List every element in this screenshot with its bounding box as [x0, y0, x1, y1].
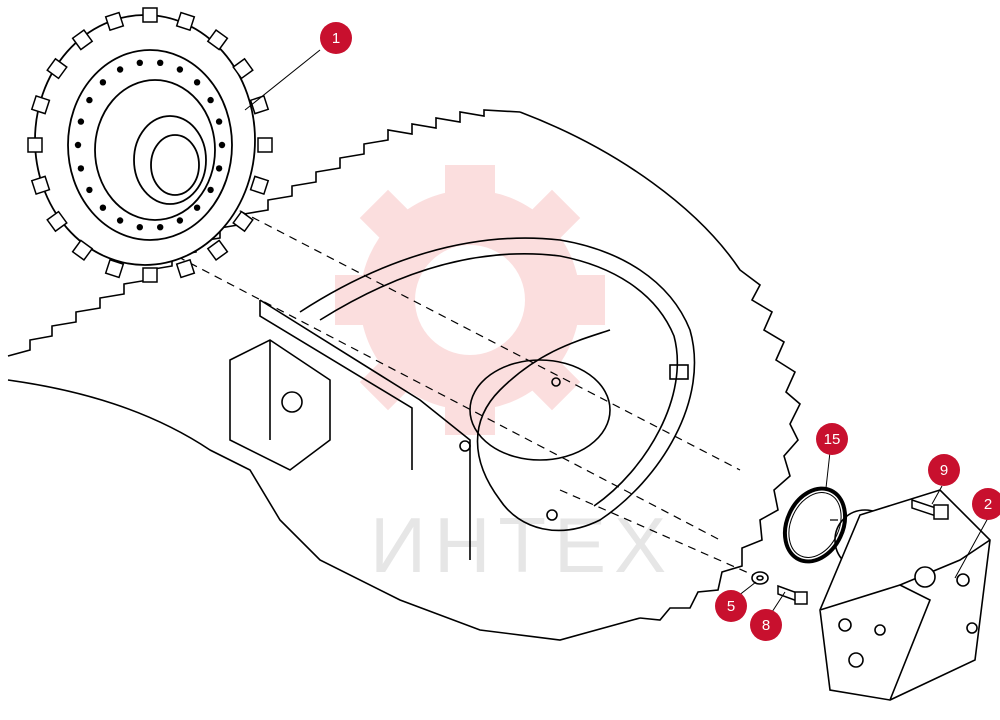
- callout-2: 2: [954, 488, 1000, 579]
- sprocket-tooth: [104, 258, 125, 279]
- sprocket-tooth: [142, 7, 158, 23]
- sprocket-tooth: [257, 137, 273, 153]
- sprocket-tooth: [30, 95, 51, 115]
- bolt-hole: [157, 224, 164, 231]
- sprocket-tooth: [46, 57, 68, 80]
- svg-text:8: 8: [762, 617, 770, 634]
- bolt-hole: [77, 118, 85, 125]
- bolt-hole: [207, 96, 214, 104]
- bolt-hole: [193, 204, 201, 211]
- sprocket-tooth: [232, 210, 254, 233]
- bolt-hole: [215, 118, 223, 125]
- sprocket-wheel: [34, 14, 256, 266]
- bolt-hole: [157, 59, 164, 66]
- bolt-hole: [86, 96, 93, 104]
- bolt-hole: [176, 217, 184, 224]
- svg-text:2: 2: [984, 496, 992, 513]
- watermark-gear-icon: [335, 165, 605, 435]
- svg-text:5: 5: [727, 598, 735, 615]
- svg-text:9: 9: [940, 462, 948, 479]
- bolt-hole: [215, 165, 223, 172]
- sprocket-tooth: [175, 11, 196, 32]
- sprocket-tooth: [71, 28, 94, 51]
- bolt-hole: [116, 66, 124, 73]
- bolt-hole: [116, 217, 124, 224]
- bolt-hole: [77, 165, 85, 172]
- sprocket-tooth: [46, 210, 68, 233]
- sprocket-tooth: [175, 258, 196, 279]
- sprocket-tooth: [142, 267, 158, 283]
- callout-9: 9: [928, 454, 960, 505]
- callout-8: 8: [750, 591, 786, 641]
- bolt-9: [911, 498, 949, 520]
- bolt-hole: [99, 79, 107, 86]
- sprocket-tooth: [249, 95, 270, 115]
- svg-text:15: 15: [824, 431, 841, 448]
- bolt-hole: [86, 186, 93, 194]
- sprocket-tooth: [71, 239, 94, 262]
- bolt-hole: [136, 59, 143, 66]
- bolt-hole: [99, 204, 107, 211]
- o-ring-inner: [788, 492, 842, 558]
- sprocket-tooth: [30, 175, 51, 195]
- washer: [751, 571, 769, 585]
- callout-1: 1: [244, 22, 352, 111]
- sprocket-tooth: [232, 57, 254, 80]
- bolt-hole: [207, 186, 214, 194]
- bolt-hole: [74, 141, 82, 149]
- sprocket-bolt-holes: [27, 7, 273, 283]
- sprocket-tooth: [27, 137, 43, 153]
- callout-15: 15: [816, 423, 848, 489]
- bolt-8: [777, 584, 808, 605]
- bolt-hole: [176, 66, 184, 73]
- sprocket-tooth: [249, 175, 270, 195]
- bolt-hole: [136, 224, 143, 231]
- sprocket-tooth: [206, 28, 229, 51]
- track-frame: [7, 109, 900, 641]
- o-ring: [782, 486, 848, 564]
- bolt-hole: [193, 79, 201, 86]
- svg-text:1: 1: [332, 30, 340, 47]
- hydraulic-motor: [819, 489, 991, 701]
- watermark-text: ИНТЕХ: [370, 501, 675, 589]
- sprocket-tooth: [206, 239, 229, 262]
- sprocket-tooth: [104, 11, 125, 32]
- callout-5: 5: [715, 581, 757, 622]
- bolt-hole: [218, 141, 226, 149]
